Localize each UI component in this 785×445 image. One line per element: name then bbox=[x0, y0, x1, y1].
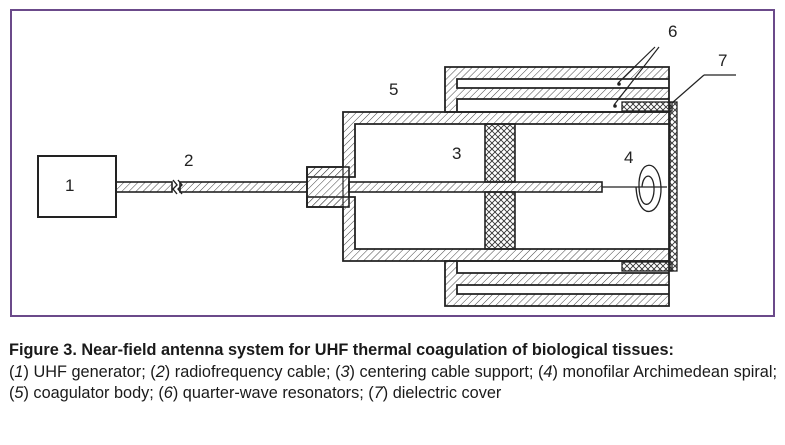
legend-text: coagulator body; bbox=[28, 384, 159, 402]
label-spiral: 4 bbox=[624, 148, 633, 167]
generator-box bbox=[37, 155, 117, 218]
resonator-top bbox=[444, 66, 670, 113]
legend-num: 5 bbox=[14, 384, 24, 402]
archimedean-spiral bbox=[602, 164, 667, 213]
legend-text: centering cable support; bbox=[354, 363, 538, 381]
caption-legend: (1) UHF generator; (2) radiofrequency ca… bbox=[9, 363, 777, 402]
label-resonators: 6 bbox=[668, 22, 677, 41]
label-body: 5 bbox=[389, 80, 398, 99]
figure-frame: 1 2 3 4 5 6 7 bbox=[10, 9, 775, 317]
legend-num: 7 bbox=[373, 384, 383, 402]
legend-num: 4 bbox=[543, 363, 553, 381]
inner-conductor bbox=[348, 181, 603, 193]
centering-support bbox=[484, 123, 516, 250]
figure-caption: Figure 3. Near-field antenna system for … bbox=[9, 340, 777, 404]
legend-num: 6 bbox=[163, 384, 173, 402]
legend-text: UHF generator; bbox=[28, 363, 151, 381]
caption-title: Figure 3. Near-field antenna system for … bbox=[9, 341, 674, 359]
legend-num: 1 bbox=[14, 363, 24, 381]
legend-text: monofilar Archimedean spiral; bbox=[557, 363, 777, 381]
label-cable: 2 bbox=[184, 151, 193, 170]
leader-lines bbox=[613, 46, 736, 106]
legend-text: quarter-wave resonators; bbox=[178, 384, 369, 402]
label-cover: 7 bbox=[718, 51, 727, 70]
resonator-bottom bbox=[444, 260, 670, 307]
antenna-diagram: 1 2 3 4 5 6 7 bbox=[37, 22, 736, 307]
legend-text: radiofrequency cable; bbox=[170, 363, 336, 381]
legend-text: dielectric cover bbox=[388, 384, 502, 402]
rf-cable bbox=[115, 179, 308, 195]
label-generator: 1 bbox=[65, 176, 74, 195]
legend-num: 2 bbox=[155, 363, 165, 381]
label-support: 3 bbox=[452, 144, 461, 163]
legend-num: 3 bbox=[340, 363, 350, 381]
